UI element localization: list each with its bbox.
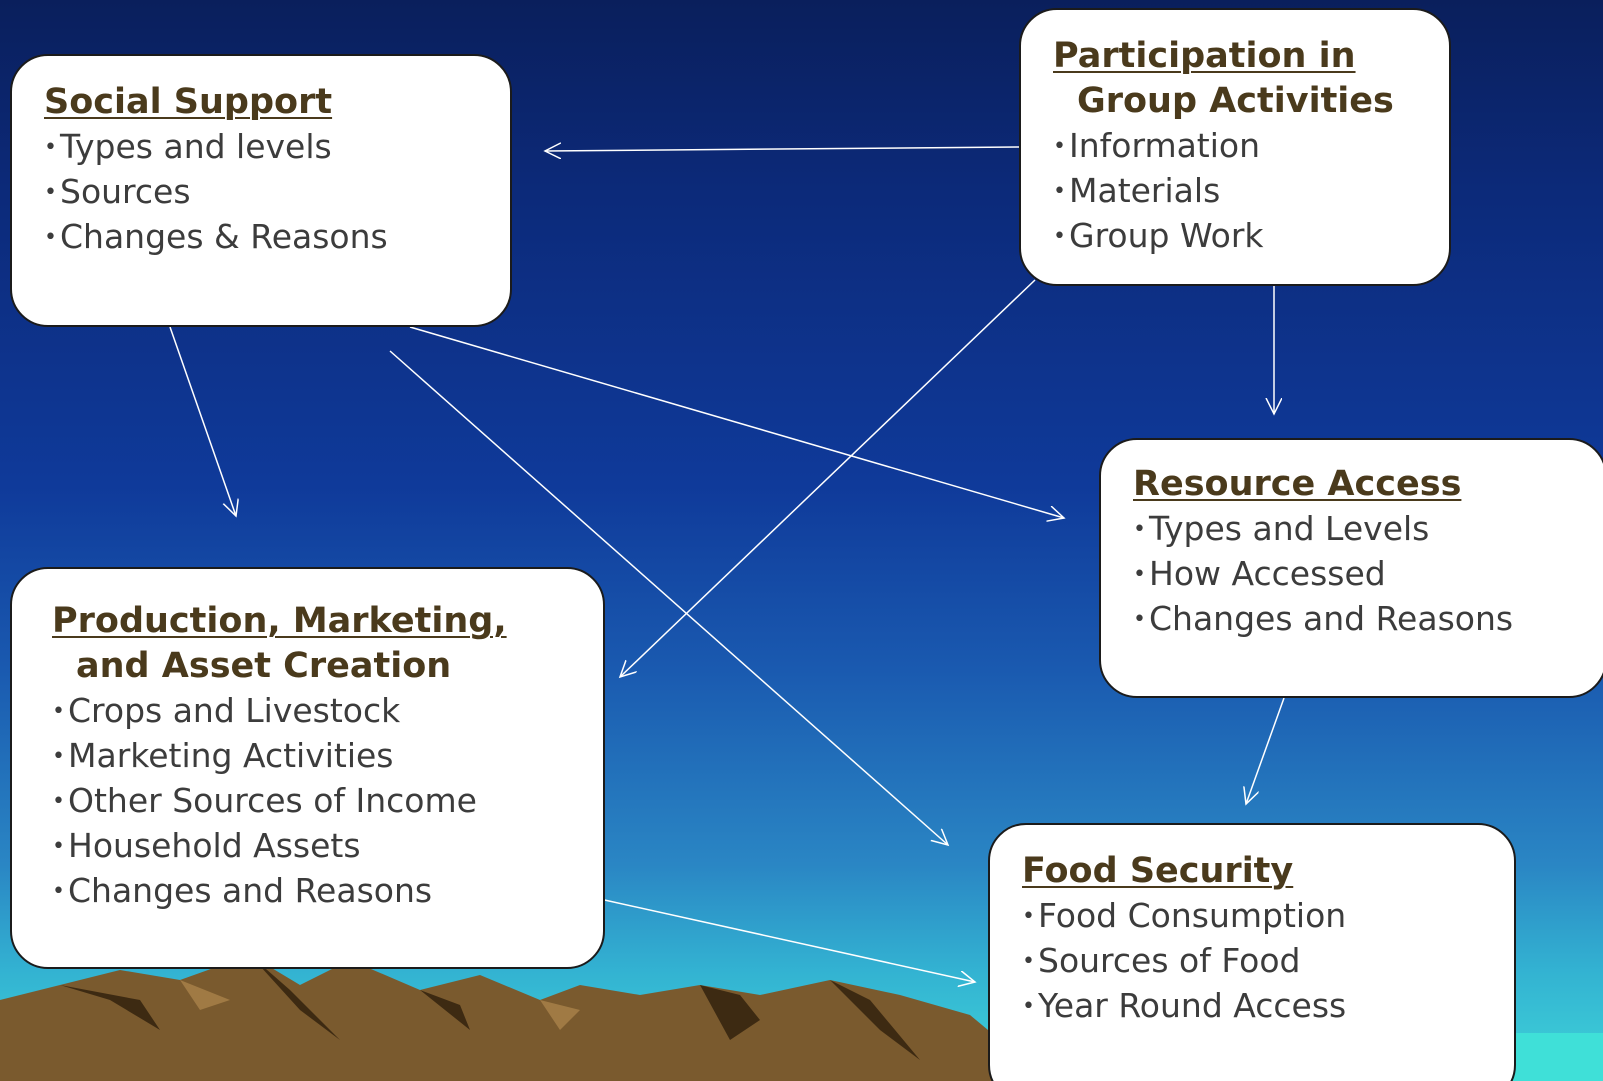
social-support-title: Social Support [44, 82, 333, 122]
list-item: How Accessed [1133, 552, 1603, 597]
list-item: Marketing Activities [52, 734, 603, 779]
arrow-participation-to-production [620, 279, 1036, 677]
food-security-title: Food Security [1022, 851, 1294, 891]
production-list: Crops and Livestock Marketing Activities… [52, 689, 603, 914]
list-item: Other Sources of Income [52, 779, 603, 824]
list-item: Changes & Reasons [44, 215, 510, 260]
arrow-social-to-production [169, 326, 236, 516]
resource-access-title: Resource Access [1133, 464, 1462, 504]
list-item: Types and levels [44, 125, 510, 170]
arrow-social-to-resource [409, 326, 1064, 518]
arrow-social-to-food [389, 350, 948, 845]
production-box: Production, Marketing, and Asset Creatio… [10, 567, 605, 969]
arrow-production-to-food [599, 898, 975, 982]
social-support-list: Types and levels Sources Changes & Reaso… [44, 125, 510, 260]
list-item: Materials [1053, 169, 1449, 214]
social-support-box: Social Support Types and levels Sources … [10, 54, 512, 327]
list-item: Sources of Food [1022, 939, 1514, 984]
participation-list: Information Materials Group Work [1053, 124, 1449, 259]
list-item: Sources [44, 170, 510, 215]
food-security-list: Food Consumption Sources of Food Year Ro… [1022, 894, 1514, 1029]
list-item: Changes and Reasons [1133, 597, 1603, 642]
mountain-shadow [60, 955, 920, 1060]
participation-title-line1: Participation in [1053, 36, 1356, 76]
resource-access-box: Resource Access Types and Levels How Acc… [1099, 438, 1603, 698]
production-title-line1: Production, Marketing, [52, 601, 507, 641]
resource-access-list: Types and Levels How Accessed Changes an… [1133, 507, 1603, 642]
list-item: Crops and Livestock [52, 689, 603, 734]
list-item: Information [1053, 124, 1449, 169]
bottom-right-glow [1500, 1033, 1603, 1081]
participation-box: Participation in Group Activities Inform… [1019, 8, 1451, 286]
list-item: Year Round Access [1022, 984, 1514, 1029]
production-title-line2: and Asset Creation [76, 646, 452, 686]
list-item: Group Work [1053, 214, 1449, 259]
list-item: Types and Levels [1133, 507, 1603, 552]
mountain-range [0, 955, 1000, 1081]
participation-title-line2: Group Activities [1077, 81, 1394, 121]
production-title: Production, Marketing, and Asset Creatio… [52, 599, 603, 689]
list-item: Food Consumption [1022, 894, 1514, 939]
list-item: Changes and Reasons [52, 869, 603, 914]
food-security-box: Food Security Food Consumption Sources o… [988, 823, 1516, 1081]
list-item: Household Assets [52, 824, 603, 869]
arrow-participation-to-social [545, 147, 1020, 151]
participation-title: Participation in Group Activities [1053, 34, 1449, 124]
arrow-resource-to-food [1246, 697, 1285, 804]
